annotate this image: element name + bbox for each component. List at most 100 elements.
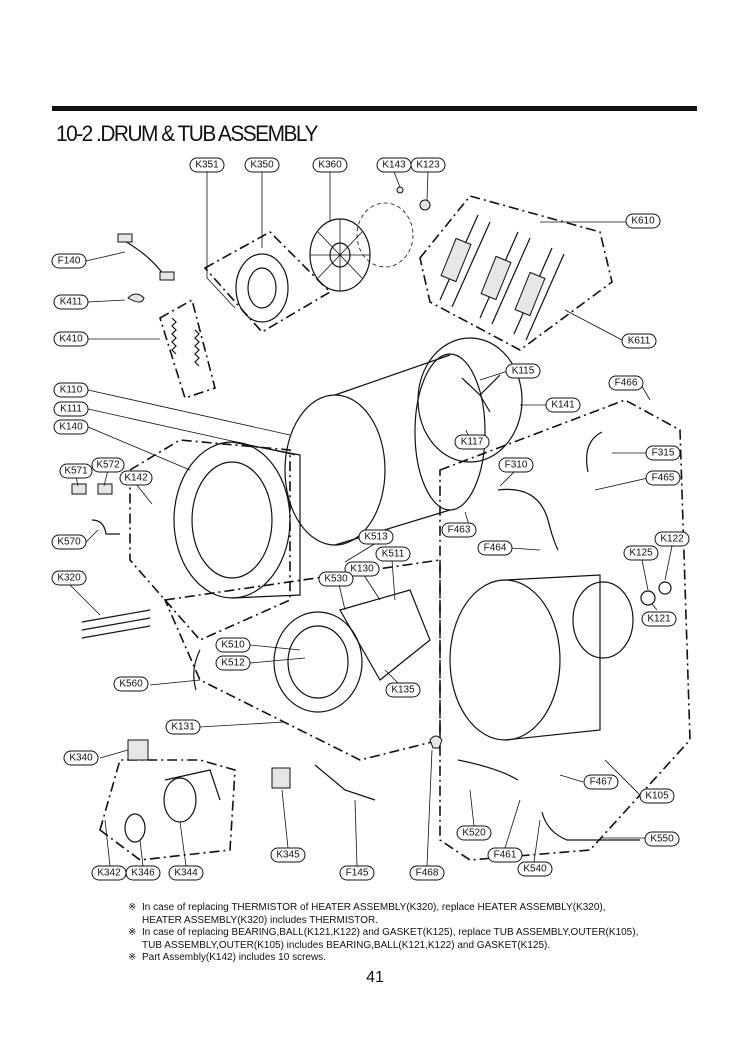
footnotes: ※ In case of replacing THERMISTOR of HEA… — [128, 902, 688, 965]
page-number: 41 — [366, 969, 384, 986]
label-K110: K110 — [53, 382, 89, 398]
header-rule — [52, 106, 697, 111]
svg-text:F310: F310 — [505, 460, 528, 471]
label-K121: K121 — [641, 611, 677, 627]
label-K410: K410 — [53, 331, 89, 347]
group-outlines — [99, 195, 691, 861]
svg-text:F463: F463 — [448, 525, 471, 536]
svg-text:K410: K410 — [59, 334, 83, 345]
svg-text:K520: K520 — [462, 828, 486, 839]
label-K570: K570 — [51, 534, 87, 550]
footnote: ※ In case of replacing THERMISTOR of HEA… — [128, 902, 606, 926]
label-K141: K141 — [545, 397, 581, 413]
svg-text:K143: K143 — [382, 160, 406, 171]
label-F463: F463 — [441, 522, 477, 538]
svg-text:K111: K111 — [60, 404, 82, 415]
svg-text:K123: K123 — [416, 160, 440, 171]
page-title: 10-2 .DRUM & TUB ASSEMBLY — [56, 121, 318, 146]
svg-text:F315: F315 — [652, 448, 675, 459]
label-K571: K571 — [59, 463, 93, 479]
label-K320: K320 — [51, 570, 87, 586]
svg-text:K320: K320 — [57, 573, 81, 584]
label-F145: F145 — [339, 865, 375, 881]
label-K511: K511 — [375, 546, 411, 562]
svg-text:K121: K121 — [647, 614, 671, 625]
label-K611: K611 — [621, 333, 657, 349]
svg-text:K346: K346 — [131, 868, 155, 879]
label-F461: F461 — [487, 847, 523, 863]
label-F140: F140 — [51, 253, 87, 269]
svg-text:K360: K360 — [318, 160, 342, 171]
label-F465: F465 — [645, 470, 681, 486]
svg-text:K117: K117 — [461, 437, 484, 448]
label-K513: K513 — [358, 529, 394, 545]
svg-text:K125: K125 — [629, 548, 653, 559]
svg-text:K550: K550 — [650, 834, 674, 845]
svg-text:K570: K570 — [57, 537, 81, 548]
svg-text:K130: K130 — [350, 564, 374, 575]
label-K122: K122 — [654, 531, 690, 547]
label-K123: K123 — [410, 157, 446, 173]
svg-text:K571: K571 — [64, 466, 88, 477]
label-K512: K512 — [215, 655, 251, 671]
svg-text:F461: F461 — [494, 850, 517, 861]
label-K344: K344 — [168, 865, 204, 881]
label-K142: K142 — [119, 470, 153, 486]
svg-text:F467: F467 — [590, 777, 613, 788]
label-F467: F467 — [583, 774, 619, 790]
svg-text:K530: K530 — [324, 574, 348, 585]
leader-lines — [69, 171, 673, 867]
svg-text:K572: K572 — [96, 460, 120, 471]
label-K360: K360 — [312, 157, 348, 173]
label-K140: K140 — [53, 419, 89, 435]
part-shapes — [71, 186, 672, 843]
svg-text:K512: K512 — [221, 658, 245, 669]
label-K530: K530 — [318, 571, 354, 587]
svg-text:K350: K350 — [250, 160, 274, 171]
callout-labels: K351 K350 K360 K143 K123 K610 F140 K411 … — [51, 157, 690, 881]
label-K560: K560 — [113, 676, 149, 692]
svg-text:K560: K560 — [119, 679, 143, 690]
label-F464: F464 — [477, 540, 513, 556]
svg-text:K131: K131 — [171, 722, 195, 733]
label-K340: K340 — [63, 750, 99, 766]
svg-text:K115: K115 — [512, 366, 535, 377]
svg-text:K351: K351 — [195, 160, 219, 171]
svg-text:K411: K411 — [60, 297, 83, 308]
svg-text:K513: K513 — [364, 532, 388, 543]
svg-text:K511: K511 — [382, 549, 405, 560]
footnote: ※ Part Assembly(K142) includes 10 screws… — [128, 952, 326, 963]
label-K342: K342 — [91, 865, 127, 881]
label-K540: K540 — [517, 861, 553, 877]
svg-text:F145: F145 — [346, 868, 369, 879]
label-K111: K111 — [53, 401, 89, 417]
svg-text:K135: K135 — [391, 685, 415, 696]
svg-text:F464: F464 — [484, 543, 507, 554]
label-F468: F468 — [409, 865, 445, 881]
svg-text:F468: F468 — [416, 868, 439, 879]
svg-text:K105: K105 — [645, 791, 669, 802]
svg-text:K540: K540 — [523, 864, 547, 875]
label-K115: K115 — [505, 363, 541, 379]
label-K345: K345 — [270, 847, 306, 863]
label-K131: K131 — [165, 719, 201, 735]
label-F310: F310 — [498, 457, 534, 473]
label-F466: F466 — [608, 375, 644, 391]
svg-text:K344: K344 — [174, 868, 198, 879]
svg-text:K142: K142 — [124, 473, 148, 484]
label-K143: K143 — [376, 157, 412, 173]
label-K550: K550 — [644, 831, 680, 847]
label-K125: K125 — [623, 545, 659, 561]
svg-text:K340: K340 — [69, 753, 93, 764]
label-K411: K411 — [53, 294, 89, 310]
svg-text:F466: F466 — [615, 378, 638, 389]
svg-text:K140: K140 — [59, 422, 83, 433]
svg-text:K342: K342 — [97, 868, 121, 879]
svg-text:K122: K122 — [660, 534, 684, 545]
svg-text:F465: F465 — [652, 473, 675, 484]
svg-text:K110: K110 — [60, 385, 83, 396]
label-K130: K130 — [344, 561, 380, 577]
svg-text:K610: K610 — [631, 216, 655, 227]
label-K510: K510 — [215, 637, 251, 653]
